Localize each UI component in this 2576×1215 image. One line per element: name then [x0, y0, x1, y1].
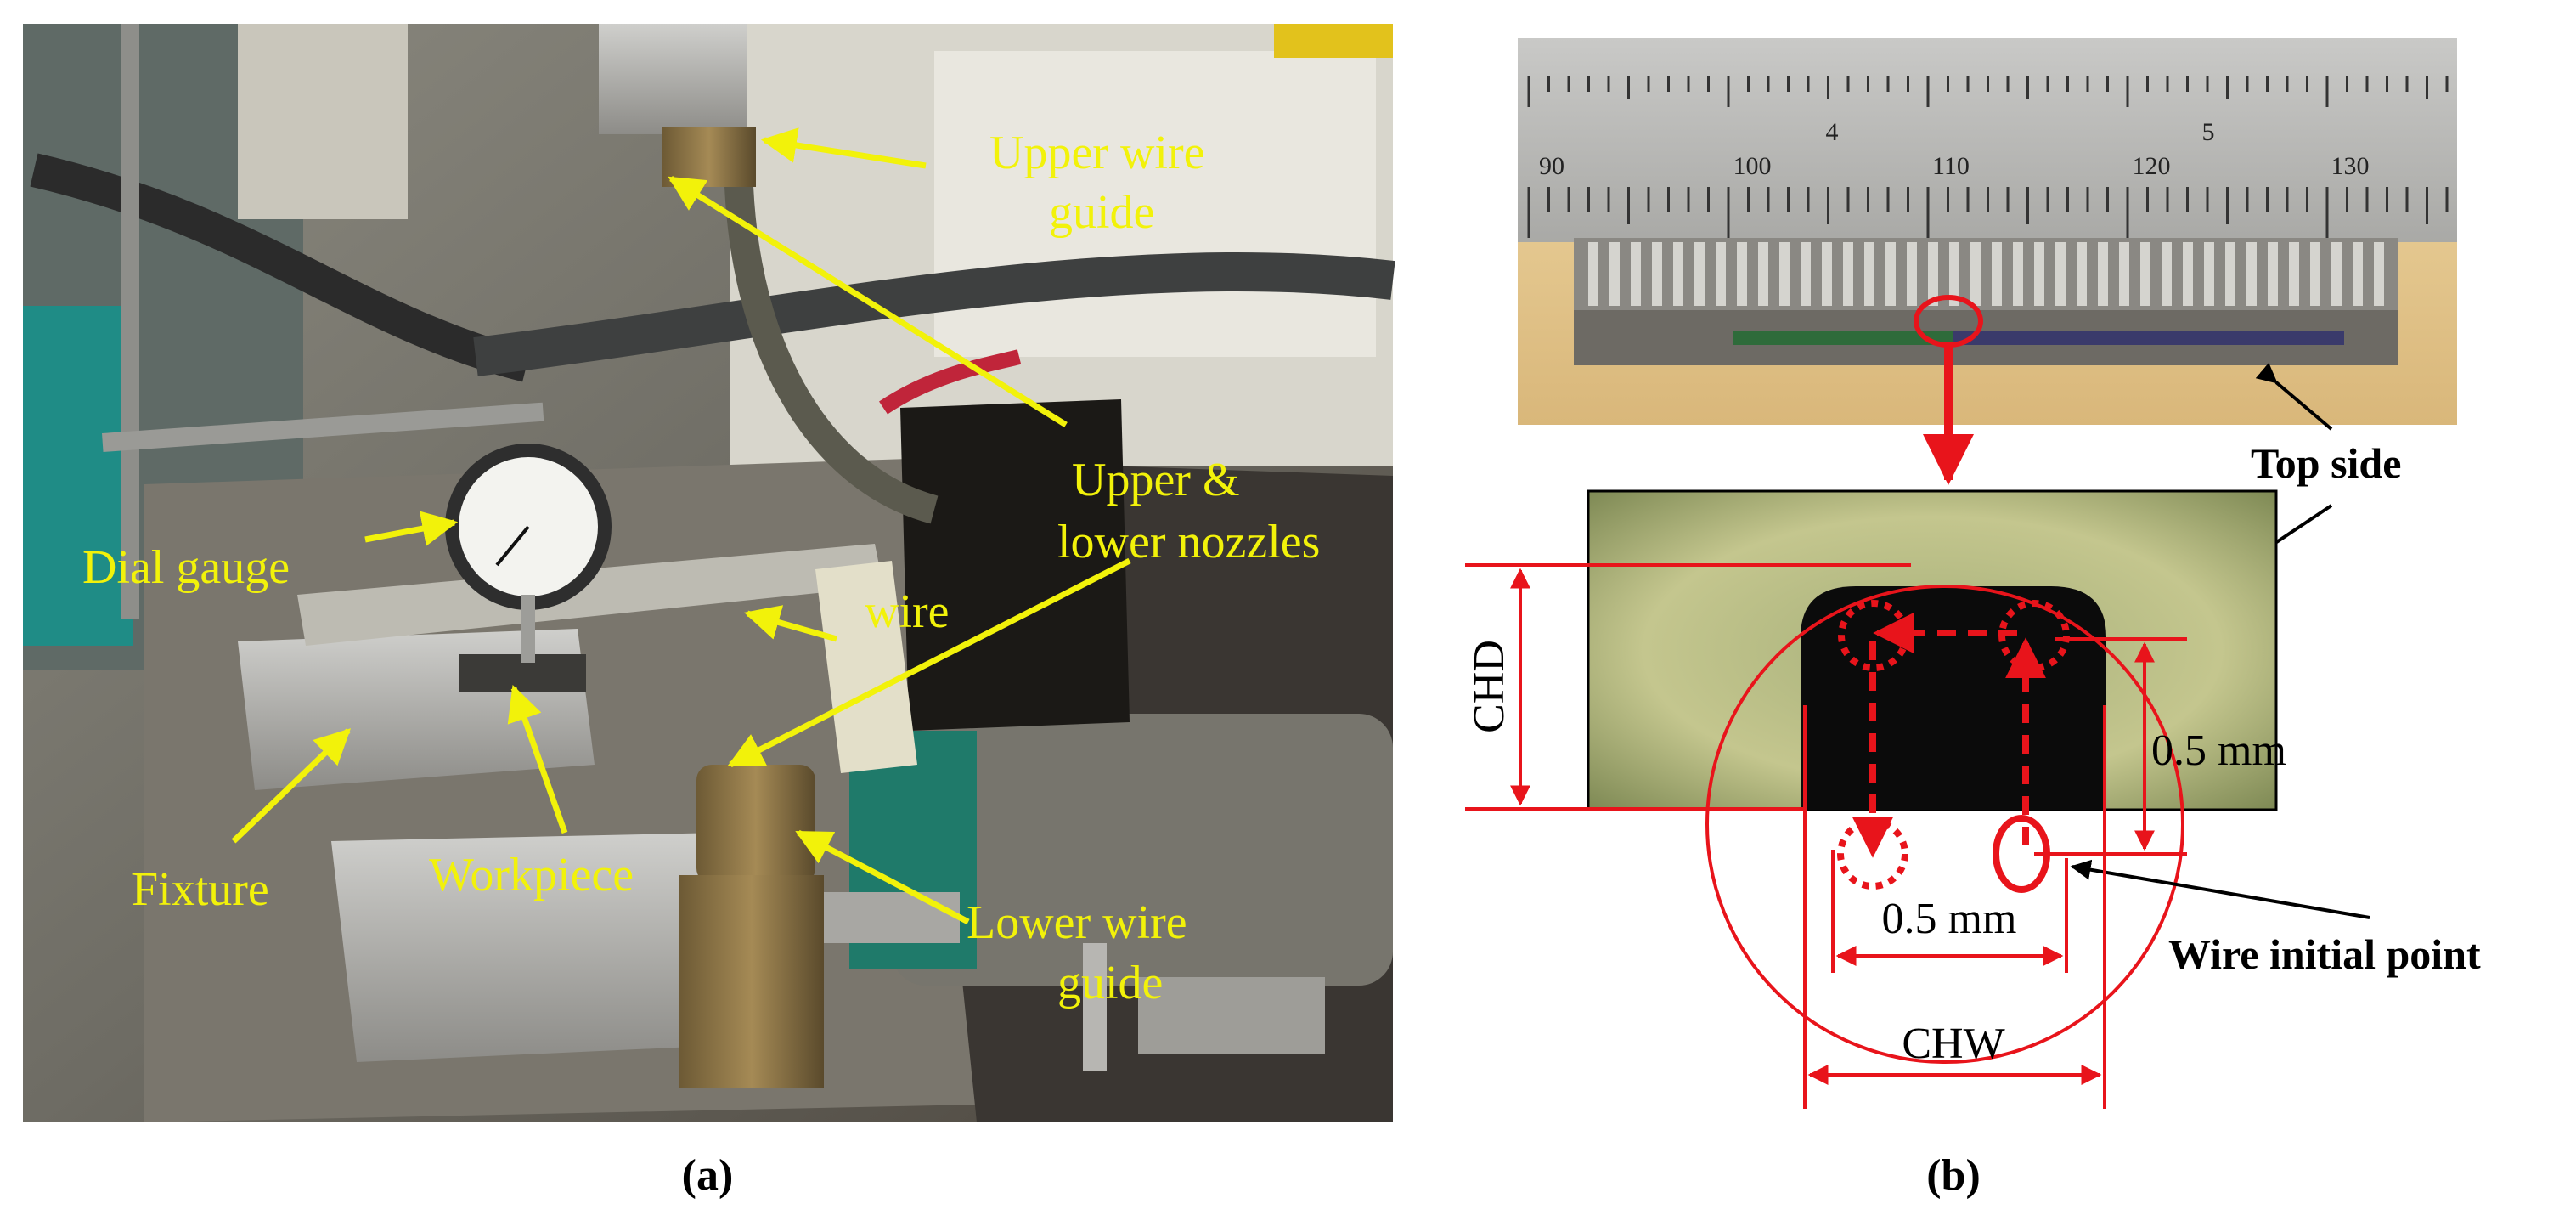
- label-chd: CHD: [1465, 640, 1513, 733]
- label-wire-initial-point: Wire initial point: [2168, 930, 2481, 978]
- annotation-arrows: [231, 127, 1131, 925]
- magnified-region-circle: [1705, 585, 2184, 1064]
- comb-tooth: [1843, 242, 1853, 306]
- comb-tooth: [2225, 242, 2235, 306]
- vertical-step-dimension: [2034, 637, 2187, 856]
- label-chw: CHW: [1902, 1020, 2004, 1068]
- comb-tooth: [1907, 242, 1917, 306]
- ruler-number: 110: [1932, 152, 1970, 180]
- comb-tooth: [2162, 242, 2172, 306]
- comb-tooth: [2077, 242, 2087, 306]
- label-lower-wire-guide-2: guide: [1057, 957, 1163, 1009]
- label-upper-wire-guide-2: guide: [1049, 186, 1154, 239]
- comb-tooth: [2098, 242, 2108, 306]
- comb-tooth: [1716, 242, 1726, 306]
- wire-positions: [1837, 600, 2070, 890]
- horizontal-step-dimension: [1831, 850, 2068, 973]
- ruler-cm-mark: 5: [2202, 118, 2215, 146]
- comb-tooth: [2204, 242, 2214, 306]
- comb-tooth: [2140, 242, 2150, 306]
- label-vertical-step: 0.5 mm: [2151, 726, 2286, 775]
- comb-tooth: [1588, 242, 1598, 306]
- caption-a: (a): [682, 1151, 734, 1200]
- comb-tooth: [1928, 242, 1938, 306]
- comb-tooth: [1694, 242, 1705, 306]
- comb-tooth: [1779, 242, 1790, 306]
- ruler-number: 130: [2331, 152, 2370, 180]
- comb-tooth: [1970, 242, 1981, 306]
- label-upper-lower-nozzles-2: lower nozzles: [1057, 516, 1320, 568]
- comb-tooth: [2246, 242, 2257, 306]
- ruler-number: 120: [2133, 152, 2171, 180]
- comb-tooth: [1673, 242, 1683, 306]
- comb-tooth: [1652, 242, 1662, 306]
- caption-b: (b): [1926, 1151, 1981, 1200]
- comb-tooth: [2331, 242, 2342, 306]
- label-upper-wire-guide-1: Upper wire: [989, 127, 1204, 179]
- comb-tooth: [2055, 242, 2066, 306]
- comb-tooth: [2183, 242, 2193, 306]
- comb-tooth: [1609, 242, 1620, 306]
- comb-tooth: [2034, 242, 2044, 306]
- label-upper-lower-nozzles-1: Upper &: [1072, 454, 1240, 506]
- label-fixture: Fixture: [132, 863, 269, 916]
- comb-tooth: [1758, 242, 1768, 306]
- comb-tooth: [1992, 242, 2002, 306]
- comb-tooth: [1864, 242, 1874, 306]
- comb-tooth: [1822, 242, 1832, 306]
- label-horizontal-step: 0.5 mm: [1882, 895, 2017, 943]
- comb-tooth: [2268, 242, 2278, 306]
- chd-dimension: [1465, 563, 1911, 811]
- ruler-numbers: 90 100 110 120 130 4 5: [1539, 118, 2370, 180]
- label-top-side: Top side: [2251, 439, 2401, 487]
- comb-tooth: [2289, 242, 2299, 306]
- comb-tooth: [2310, 242, 2320, 306]
- comb-tooth: [2353, 242, 2363, 306]
- ruler-number: 100: [1733, 152, 1772, 180]
- ruler-number: 90: [1539, 152, 1564, 180]
- ruler-cm-mark: 4: [1826, 118, 1839, 146]
- wire-path: [1852, 613, 2046, 858]
- label-wire: wire: [865, 585, 950, 638]
- label-dial-gauge: Dial gauge: [82, 541, 290, 594]
- comb-tooth: [2374, 242, 2384, 306]
- comb-tooth: [1885, 242, 1896, 306]
- comb-tooth: [1631, 242, 1641, 306]
- chw-dimension: [1803, 705, 2106, 1109]
- comb-tooth: [1801, 242, 1811, 306]
- comb-tooth: [1737, 242, 1747, 306]
- comb-tooth: [2119, 242, 2129, 306]
- comb-tooth: [2013, 242, 2023, 306]
- comb-tooth: [1949, 242, 1959, 306]
- label-workpiece: Workpiece: [429, 849, 634, 901]
- label-lower-wire-guide-1: Lower wire: [967, 896, 1187, 949]
- ruler-photo: [1518, 38, 2457, 425]
